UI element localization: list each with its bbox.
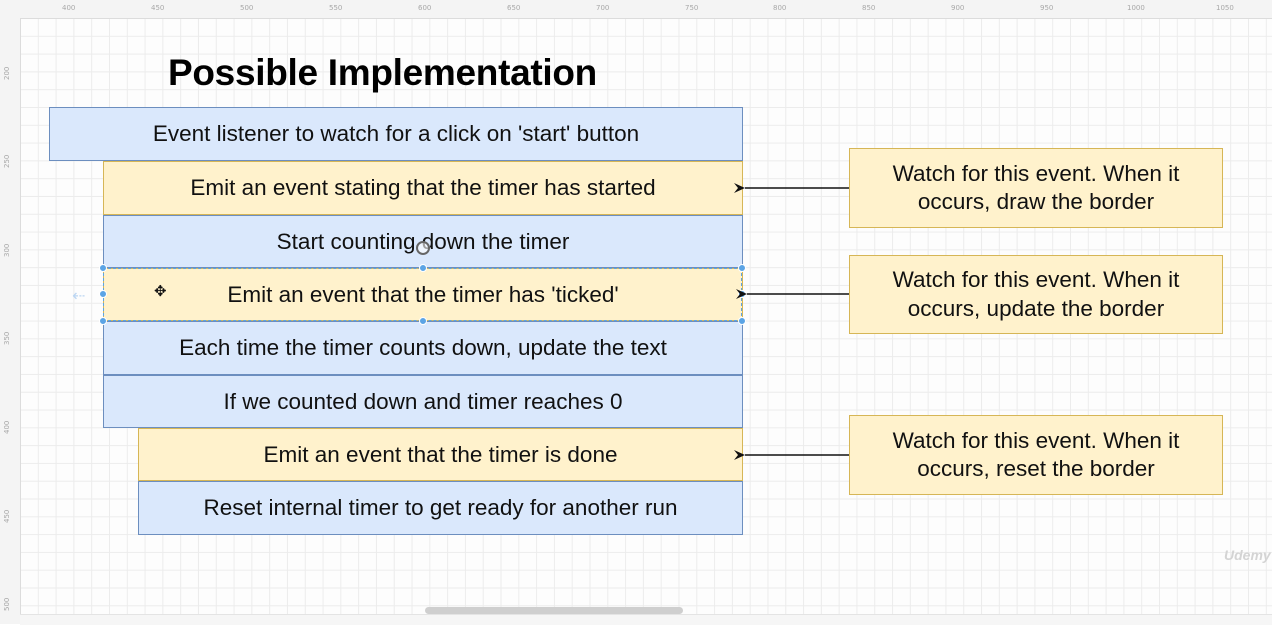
step-emit-done[interactable]: Emit an event that the timer is done (138, 428, 743, 481)
step-label: Event listener to watch for a click on '… (152, 121, 640, 146)
resize-handle[interactable] (738, 317, 746, 325)
note-draw-border[interactable]: Watch for this event. When it occurs, dr… (849, 148, 1223, 228)
note-line: Watch for this event. When it (892, 427, 1180, 453)
step-emit-started[interactable]: Emit an event stating that the timer has… (103, 161, 743, 215)
note-update-border[interactable]: Watch for this event. When it occurs, up… (849, 255, 1223, 334)
ruler-label: 600 (418, 4, 432, 12)
bottom-bar (20, 614, 1272, 625)
ruler-label: 900 (951, 4, 965, 12)
ruler-label: 650 (507, 4, 521, 12)
resize-handle[interactable] (419, 264, 427, 272)
ruler-label: 550 (329, 4, 343, 12)
step-label: Each time the timer counts down, update … (179, 335, 667, 360)
resize-handle[interactable] (99, 264, 107, 272)
note-line: Watch for this event. When it (892, 267, 1180, 293)
step-reset-timer[interactable]: Reset internal timer to get ready for an… (138, 481, 743, 535)
ruler-label: 450 (151, 4, 165, 12)
step-event-listener[interactable]: Event listener to watch for a click on '… (49, 107, 743, 161)
step-label: If we counted down and timer reaches 0 (223, 388, 623, 414)
note-line: Watch for this event. When it (892, 160, 1180, 186)
ghost-arrow-icon: ⇠ (72, 288, 86, 305)
ruler-label: 1050 (1216, 4, 1234, 12)
step-label: Emit an event that the timer has 'ticked… (227, 281, 619, 307)
move-cursor-icon: ✥ (154, 283, 167, 300)
note-reset-border[interactable]: Watch for this event. When it occurs, re… (849, 415, 1223, 495)
step-emit-ticked[interactable]: Emit an event that the timer has 'ticked… (103, 268, 743, 321)
horizontal-ruler: 400 450 500 550 600 650 700 750 800 850 … (0, 0, 1272, 19)
note-line: occurs, update the border (907, 295, 1165, 321)
note-line: occurs, reset the border (917, 456, 1155, 481)
step-update-text[interactable]: Each time the timer counts down, update … (103, 321, 743, 375)
horizontal-scrollbar[interactable] (425, 607, 683, 614)
ruler-label: 700 (596, 4, 610, 12)
step-label: Emit an event that the timer is done (263, 441, 618, 467)
ruler-label: 400 (62, 4, 76, 12)
ruler-label: 850 (862, 4, 876, 12)
vertical-ruler: 200 250 300 350 400 450 500 (0, 18, 21, 624)
note-line: occurs, draw the border (917, 189, 1155, 214)
ruler-label: 1000 (1127, 4, 1145, 12)
step-reaches-zero[interactable]: If we counted down and timer reaches 0 (103, 375, 743, 428)
resize-handle[interactable] (738, 264, 746, 272)
udemy-watermark: Udemy (1224, 547, 1271, 563)
ruler-label: 500 (240, 4, 254, 12)
step-label: Reset internal timer to get ready for an… (203, 495, 678, 520)
diagram-title: Possible Implementation (168, 52, 597, 93)
ruler-label: 750 (685, 4, 699, 12)
step-label: Emit an event stating that the timer has… (190, 175, 656, 200)
rotate-cursor-icon (416, 241, 430, 255)
resize-handle[interactable] (99, 290, 107, 298)
resize-handle[interactable] (419, 317, 427, 325)
ruler-label: 800 (773, 4, 787, 12)
ruler-label: 950 (1040, 4, 1054, 12)
resize-handle[interactable] (99, 317, 107, 325)
